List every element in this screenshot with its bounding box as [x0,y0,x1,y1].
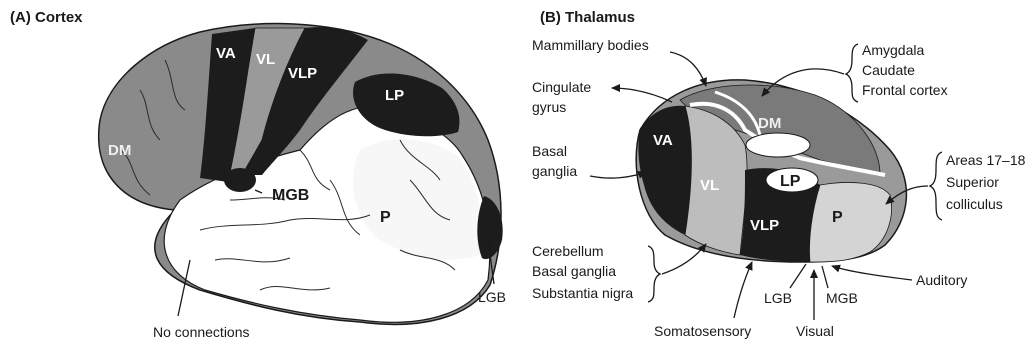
thalamus-va-region [638,106,691,235]
cortex-label-lp: LP [385,87,404,104]
cortex-label-vlp: VLP [288,65,317,82]
label-somatosensory: Somatosensory [654,323,751,339]
label-cerebellum: Cerebellum [532,243,604,259]
cortex-label-va: VA [216,45,236,62]
cortex-label-mgb: MGB [272,187,309,204]
thalamus-label-vlp: VLP [750,217,779,234]
label-cingulate-1: Cingulate [532,79,591,95]
label-substantia: Substantia nigra [532,285,633,301]
leader-mgb [822,266,828,288]
label-colliculus: colliculus [946,196,1003,212]
label-mgb: MGB [826,290,858,306]
thalamus-white-oval [746,133,810,157]
label-areas: Areas 17–18 [946,152,1026,168]
cortex-label-dm: DM [108,142,131,159]
leader-lgb [790,264,806,288]
thalamus-label-vl: VL [700,177,719,194]
arrow-auditory [832,266,912,280]
panel-b-thalamus: (B) Thalamus VA VL VLP LP P DM Mammillar… [532,9,1026,339]
arrow-cingulate [612,88,672,102]
label-basal-ganglia: Basal ganglia [532,263,616,279]
label-mammillary: Mammillary bodies [532,37,649,53]
label-basal-2: ganglia [532,163,577,179]
label-caudate: Caudate [862,62,915,78]
label-superior: Superior [946,174,999,190]
brace-cerebellum [648,246,660,302]
cortex-label-p: P [380,209,391,226]
thalamus-label-dm: DM [758,115,781,132]
brace-amygdala [846,44,858,102]
thalamus-p-region [809,182,891,262]
thalamus-label-va: VA [653,132,673,149]
label-lgb: LGB [764,290,792,306]
cortex-label-vl: VL [256,51,275,68]
arrow-mammillary [670,52,706,86]
panel-b-title: (B) Thalamus [540,9,635,26]
label-frontal: Frontal cortex [862,82,948,98]
cortex-mgb-spot [224,168,256,192]
label-cingulate-2: gyrus [532,99,566,115]
label-basal-1: Basal [532,143,567,159]
panel-a-cortex: (A) Cortex [10,9,506,340]
label-visual: Visual [796,323,834,339]
label-auditory: Auditory [916,272,967,288]
brace-areas [930,152,942,220]
thalamus-label-p: P [832,209,843,226]
arrow-somatosensory [734,262,752,318]
panel-a-title: (A) Cortex [10,9,83,26]
thalamus-label-lp: LP [780,173,801,190]
cortex-lgb-label: LGB [478,289,506,305]
no-connections-label: No connections [153,324,250,340]
label-amygdala: Amygdala [862,42,924,58]
